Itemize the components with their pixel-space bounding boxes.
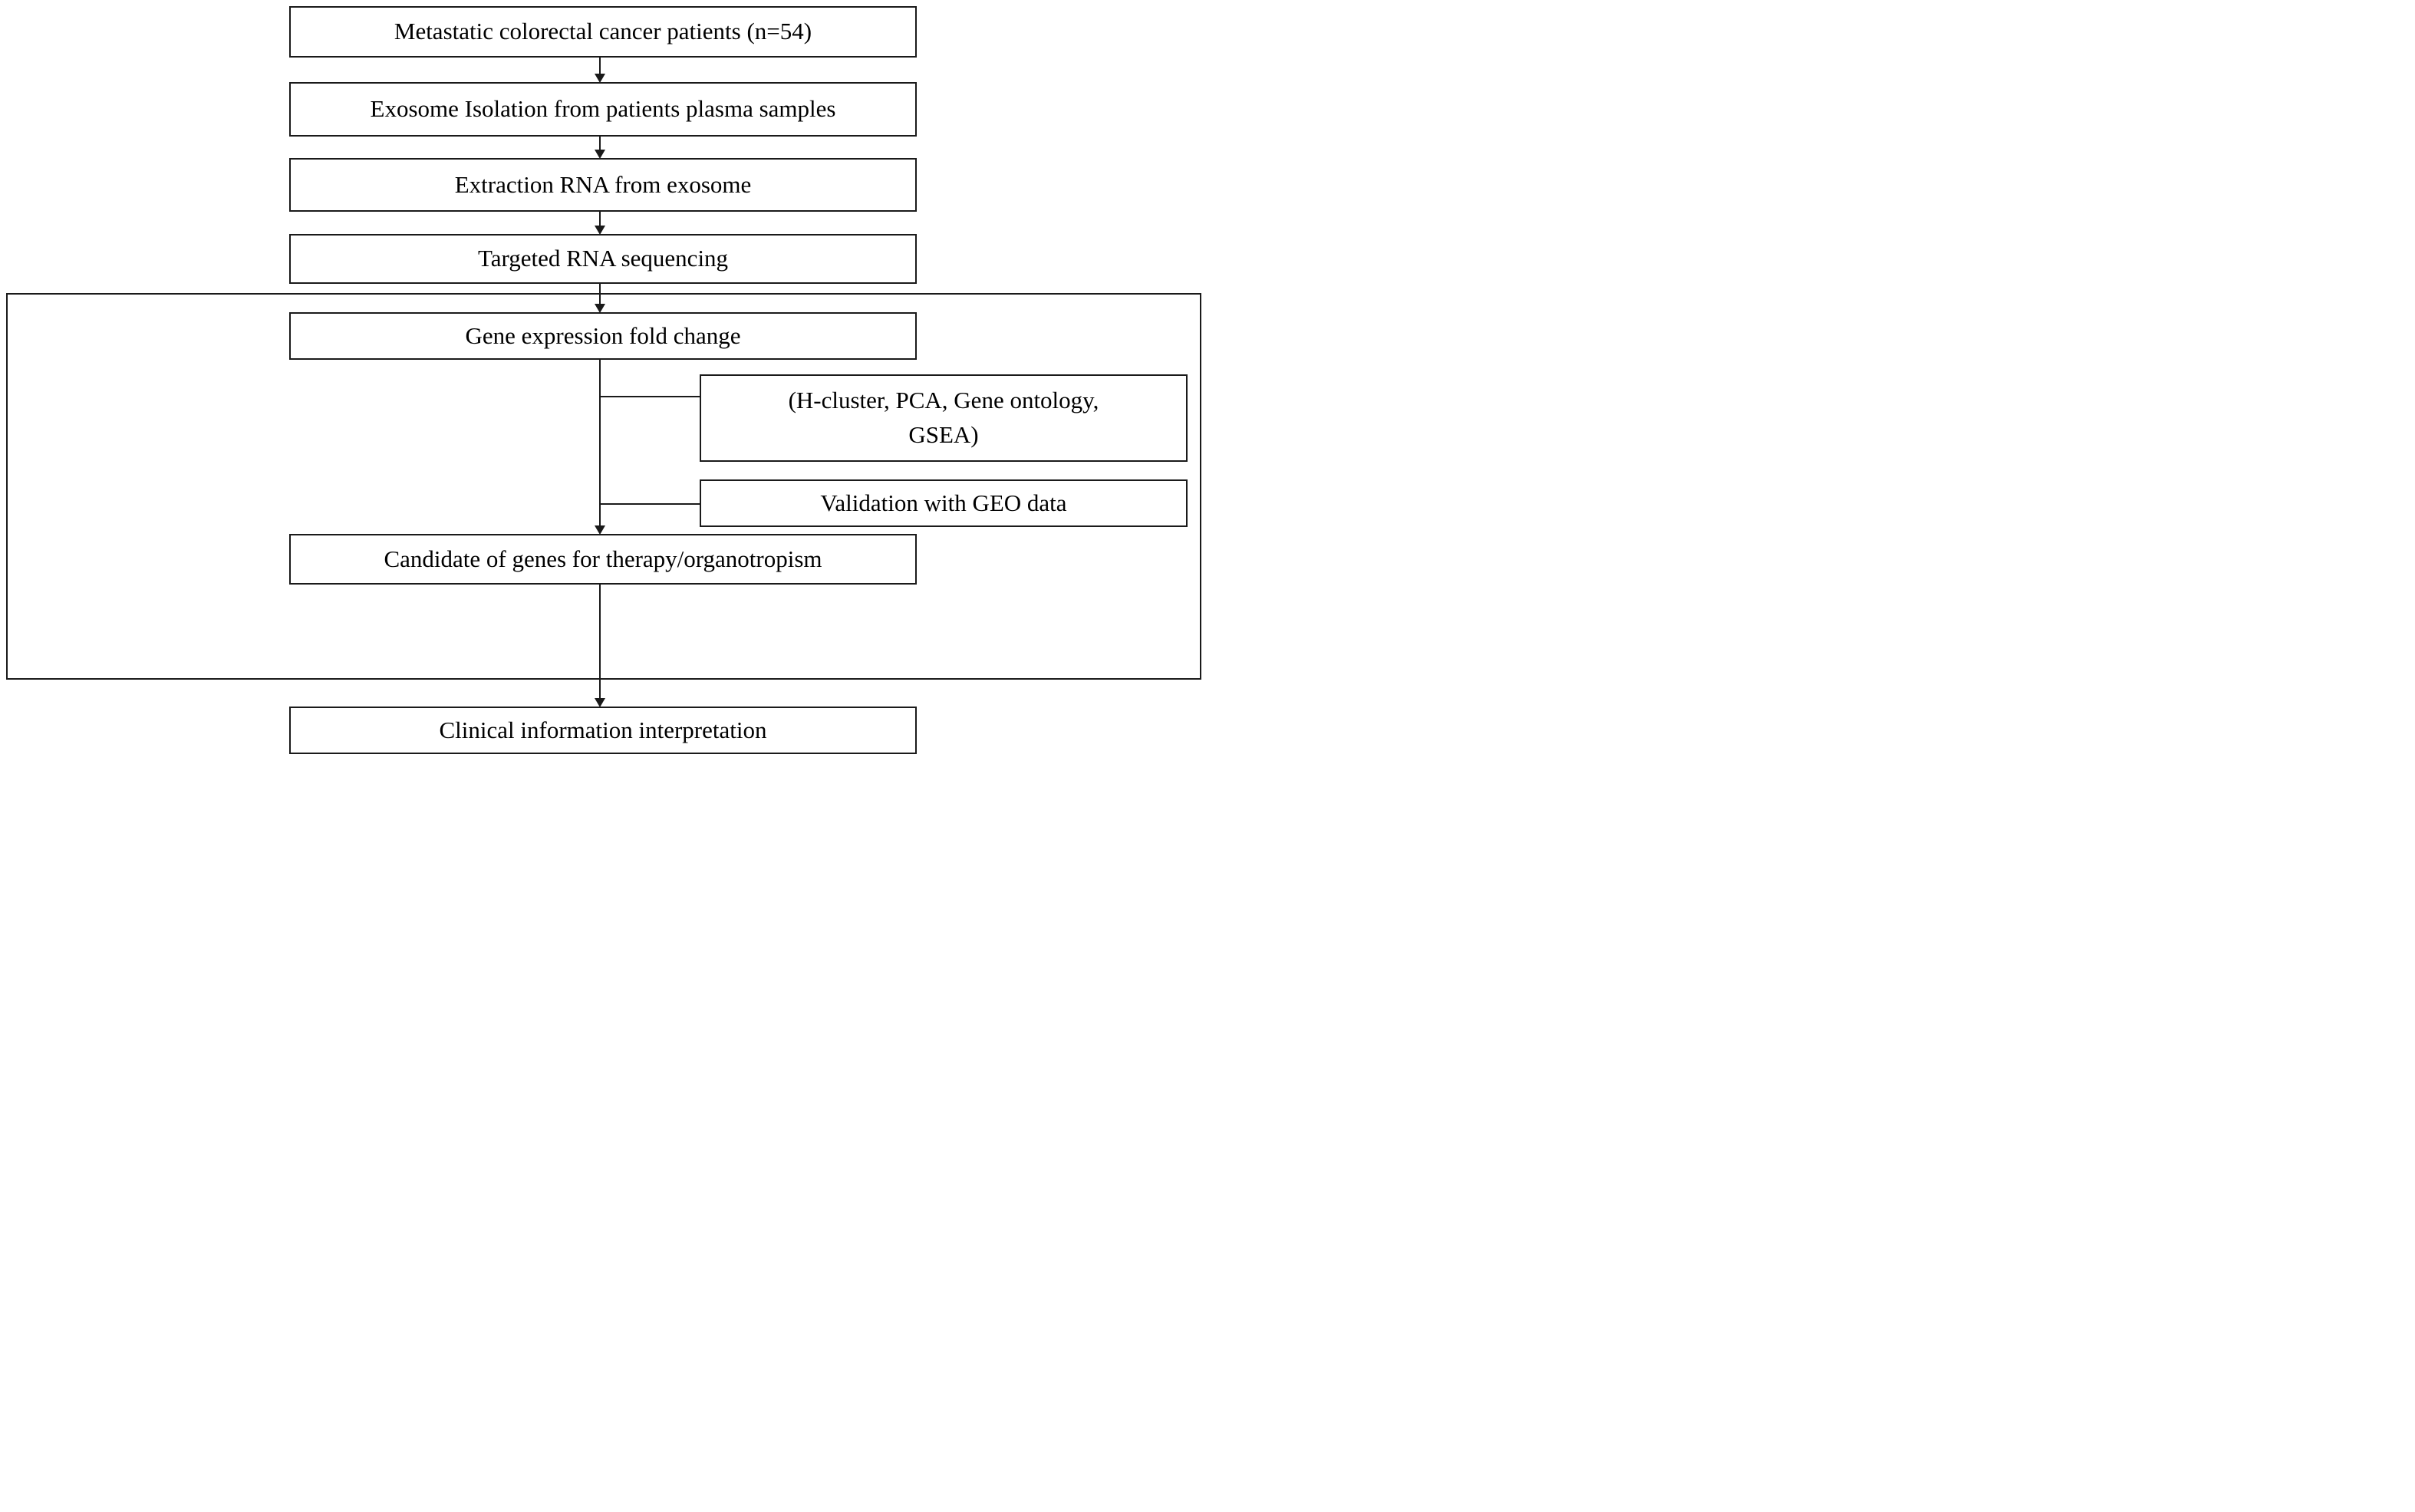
branch-to-analysis-methods	[600, 396, 700, 397]
connector-patients-to-exosome	[599, 58, 601, 74]
analysis-methods-line1: (H-cluster, PCA, Gene ontology,	[788, 387, 1099, 414]
analysis-group-frame	[6, 293, 1201, 680]
node-exosome-isolation: Exosome Isolation from patients plasma s…	[289, 82, 917, 137]
branch-to-geo-validation	[600, 503, 700, 505]
connector-exosome-to-extraction	[599, 137, 601, 151]
arrowhead-down-icon	[595, 74, 605, 83]
node-clinical-interpretation-label: Clinical information interpretation	[439, 716, 767, 743]
node-exosome-isolation-label: Exosome Isolation from patients plasma s…	[370, 95, 836, 123]
connector-candidate-to-clinical	[599, 585, 601, 699]
arrowhead-down-icon	[595, 304, 605, 313]
node-patients-label: Metastatic colorectal cancer patients (n…	[394, 18, 812, 45]
node-fold-change-label: Gene expression fold change	[465, 321, 741, 349]
node-analysis-methods-label: (H-cluster, PCA, Gene ontology, GSEA)	[781, 384, 1107, 453]
node-patients: Metastatic colorectal cancer patients (n…	[289, 6, 917, 58]
arrowhead-down-icon	[595, 226, 605, 235]
node-geo-validation-label: Validation with GEO data	[820, 489, 1067, 516]
flowchart-canvas: Metastatic colorectal cancer patients (n…	[0, 0, 1208, 756]
node-candidate-genes-label: Candidate of genes for therapy/organotro…	[384, 545, 822, 572]
analysis-methods-line2: GSEA)	[908, 421, 979, 448]
connector-foldchange-to-candidate	[599, 360, 601, 527]
node-rna-sequencing: Targeted RNA sequencing	[289, 234, 917, 284]
node-candidate-genes: Candidate of genes for therapy/organotro…	[289, 534, 917, 585]
node-rna-extraction-label: Extraction RNA from exosome	[454, 170, 752, 198]
node-analysis-methods: (H-cluster, PCA, Gene ontology, GSEA)	[700, 374, 1188, 462]
arrowhead-down-icon	[595, 525, 605, 535]
arrowhead-down-icon	[595, 150, 605, 159]
node-rna-sequencing-label: Targeted RNA sequencing	[477, 245, 729, 272]
connector-sequencing-to-foldchange	[599, 284, 601, 305]
node-fold-change: Gene expression fold change	[289, 312, 917, 360]
arrowhead-down-icon	[595, 698, 605, 707]
connector-extraction-to-sequencing	[599, 212, 601, 227]
node-geo-validation: Validation with GEO data	[700, 479, 1188, 527]
node-rna-extraction: Extraction RNA from exosome	[289, 158, 917, 212]
node-clinical-interpretation: Clinical information interpretation	[289, 707, 917, 754]
